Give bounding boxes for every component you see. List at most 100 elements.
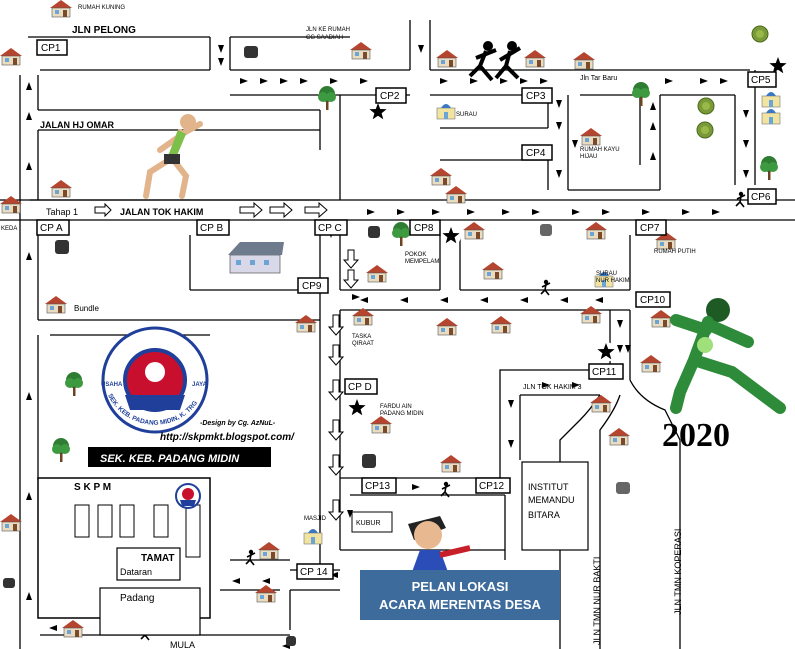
- checkpoint-cp12: CP12: [475, 477, 511, 494]
- dog-icon: [362, 454, 376, 468]
- label-rumah-kayu-2: HIJAU: [580, 154, 597, 160]
- svg-text:CP7: CP7: [640, 223, 660, 234]
- runner-icon: [540, 278, 551, 296]
- svg-text:CP6: CP6: [751, 192, 771, 203]
- tree-icon: [318, 86, 336, 110]
- house-icon: [49, 179, 73, 198]
- checkpoint-cp7: CP7: [635, 219, 667, 236]
- house-icon: [589, 394, 613, 413]
- house-icon: [365, 264, 389, 283]
- star-icon: [347, 398, 367, 418]
- label-rumah-putih: RUMAH PUTIH: [654, 249, 696, 255]
- house-icon: [639, 354, 663, 373]
- bush-icon: [697, 97, 715, 115]
- runner-icon: [245, 548, 256, 566]
- svg-text:CP10: CP10: [640, 295, 665, 306]
- checkpoint-cp3: CP3: [521, 87, 553, 104]
- checkpoint-cp13: CP13: [361, 477, 397, 494]
- school-logo: USAHA JAYA SEK. KEB. PADANG MIDIN, K. TR…: [101, 326, 209, 434]
- masjid-icon: [303, 528, 323, 545]
- svg-text:CP5: CP5: [751, 75, 771, 86]
- tamat-box: TAMAT Dataran: [116, 547, 181, 581]
- label-bundle: Bundle: [74, 304, 99, 313]
- title-line-1: PELAN LOKASI: [412, 579, 509, 594]
- house-icon: [649, 309, 673, 328]
- dog-icon: [244, 46, 258, 58]
- street-tahap: Tahap 1: [46, 207, 78, 217]
- house-icon: [523, 49, 547, 68]
- label-fardu-ain-2: PADANG MIDIN: [380, 411, 424, 417]
- svg-text:CP A: CP A: [40, 223, 63, 234]
- mosque-icon: [761, 91, 781, 108]
- school-compound: S K P M TAMAT Dataran Padang MULA: [37, 477, 211, 649]
- checkpoint-cpc: CP C: [314, 219, 348, 236]
- svg-text:BITARA: BITARA: [528, 510, 560, 520]
- house-icon: [429, 167, 453, 186]
- label-pokok-2: MEMPELAM: [405, 259, 439, 265]
- runners-icon: [468, 41, 522, 82]
- tree-icon: [632, 82, 650, 106]
- street-jln-tok-hakim-3: JLN TOK HAKIM 3: [523, 384, 582, 391]
- street-jln-tmn-koperasi: JLN TMN KOPERASI: [673, 529, 683, 615]
- svg-text:CP D: CP D: [348, 382, 372, 393]
- label-surau-nur-2: NUR HAKIM: [596, 278, 630, 284]
- svg-text:CP B: CP B: [200, 223, 223, 234]
- svg-text:CP1: CP1: [41, 43, 61, 54]
- svg-text:CP9: CP9: [302, 281, 322, 292]
- house-icon: [0, 513, 23, 532]
- dog-icon: [3, 578, 15, 588]
- design-credit: -Design by Cg. AzNuL-: [200, 420, 276, 427]
- tree-icon: [760, 156, 778, 180]
- house-icon: [607, 427, 631, 446]
- star-icon: [368, 102, 388, 122]
- mosque-icon: [761, 108, 781, 125]
- dog-icon: [55, 240, 69, 254]
- label-taska: TASKA: [352, 334, 371, 340]
- svg-text:CP12: CP12: [479, 481, 504, 492]
- small-school-logo: [175, 483, 201, 509]
- house-icon: [444, 185, 468, 204]
- svg-text:MEMANDU: MEMANDU: [528, 495, 575, 505]
- house-icon: [435, 317, 459, 336]
- svg-text:SEK. KEB. PADANG MIDIN: SEK. KEB. PADANG MIDIN: [100, 453, 240, 465]
- svg-text:INSTITUT: INSTITUT: [528, 482, 569, 492]
- street-jln-tmn-nur-bakti: JLN TMN NUR BAKTI: [592, 557, 602, 645]
- label-dataran: Dataran: [120, 567, 152, 577]
- house-icon: [435, 49, 459, 68]
- house-icon: [579, 127, 603, 146]
- title-line-2: ACARA MERENTAS DESA: [379, 597, 541, 612]
- checkpoint-cp1: CP1: [36, 39, 68, 56]
- logo-usaha: USAHA: [101, 382, 123, 388]
- tree-icon: [65, 372, 83, 396]
- star-icon: [441, 226, 461, 246]
- street-jln-pelong: JLN PELONG: [72, 25, 136, 36]
- checkpoint-cp6: CP6: [747, 188, 777, 205]
- blog-url: http://skpmkt.blogspot.com/: [160, 432, 295, 443]
- dog-icon: [616, 482, 630, 494]
- house-icon: [349, 41, 373, 60]
- kubur-box: KUBUR: [351, 511, 393, 533]
- tree-icon: [392, 222, 410, 246]
- title-box: PELAN LOKASI ACARA MERENTAS DESA: [360, 570, 560, 620]
- school-banner: SEK. KEB. PADANG MIDIN: [88, 447, 271, 467]
- logo-jaya: JAYA: [192, 382, 208, 388]
- checkpoint-cp10: CP10: [635, 291, 671, 308]
- label-masjid: MASJID: [304, 516, 327, 522]
- label-keda: KEDA: [1, 226, 17, 232]
- street-jln-tar-baru: Jln Tar Baru: [580, 75, 617, 82]
- label-jln-ke-rumah: JLN KE RUMAH: [306, 27, 350, 33]
- checkpoint-cpd: CP D: [344, 378, 378, 395]
- svg-text:CP13: CP13: [365, 481, 390, 492]
- house-icon: [572, 51, 596, 70]
- label-pokok: POKOK: [405, 252, 426, 258]
- house-icon: [0, 47, 23, 66]
- house-icon: [462, 221, 486, 240]
- svg-text:KUBUR: KUBUR: [356, 520, 381, 527]
- label-rumah-kayu: RUMAH KAYU: [580, 147, 620, 153]
- svg-text:CP 14: CP 14: [300, 567, 328, 578]
- house-icon: [294, 314, 318, 333]
- label-taska-2: QIRAAT: [352, 341, 374, 347]
- bush-icon: [696, 121, 714, 139]
- label-surau: SURAU: [456, 112, 477, 118]
